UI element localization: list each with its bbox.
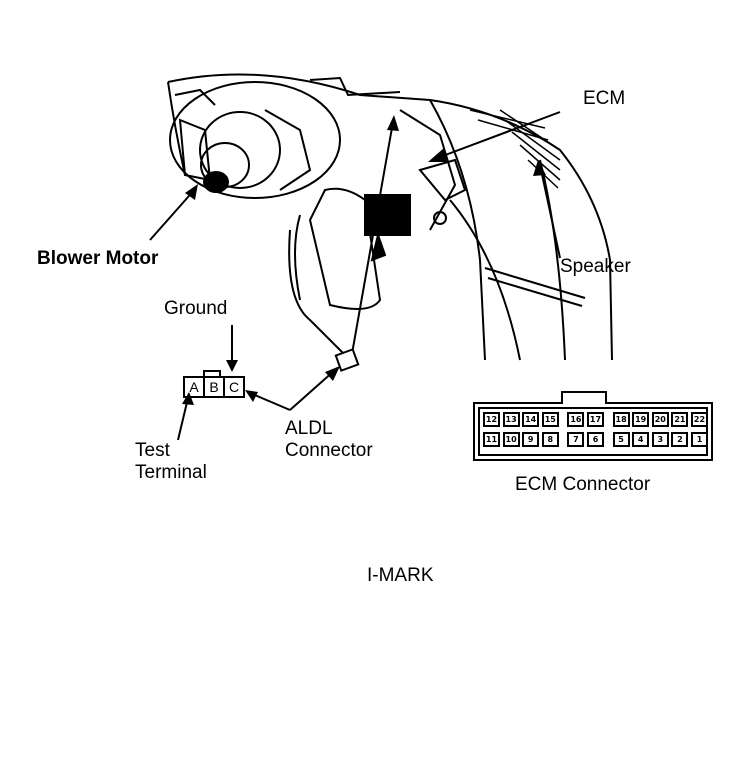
- ecm-pin-22: 22: [691, 412, 708, 427]
- ecm-unit: [288, 158, 467, 356]
- aldl-plug-on-harness: [334, 348, 360, 372]
- blower-motor: [169, 81, 341, 199]
- aldl-pin-b: B: [205, 378, 225, 396]
- label-aldl-line2: Connector: [285, 440, 373, 461]
- ecm-pin-20: 20: [651, 412, 669, 427]
- label-ecm: ECM: [583, 88, 626, 109]
- diagram-caption: I-MARK: [367, 565, 434, 586]
- ecm-pin-8: 8: [541, 432, 559, 447]
- ecm-pin-14: 14: [522, 412, 540, 427]
- aldl-connector-diagram: A B C: [183, 376, 245, 398]
- ecm-pin-10: 10: [502, 432, 520, 447]
- ecm-pin-19: 19: [632, 412, 650, 427]
- ecm-pin-21: 21: [671, 412, 689, 427]
- ecm-pin-7: 7: [567, 432, 585, 447]
- ecm-pin-18: 18: [612, 412, 630, 427]
- label-blower-motor: Blower Motor: [37, 248, 159, 269]
- ecm-pin-16: 16: [567, 412, 585, 427]
- label-speaker: Speaker: [560, 256, 631, 277]
- ecm-pin-13: 13: [502, 412, 520, 427]
- ecm-pin-15: 15: [541, 412, 559, 427]
- ecm-pin-6: 6: [587, 432, 604, 447]
- aldl-pin-a: A: [185, 378, 205, 396]
- aldl-pin-c: C: [228, 379, 240, 395]
- ecm-pin-4: 4: [632, 432, 650, 447]
- label-test-terminal-line1: Test: [135, 440, 170, 461]
- ecm-pin-1: 1: [691, 432, 708, 447]
- ecm-pin-9: 9: [522, 432, 540, 447]
- ecm-panel-shading: [469, 109, 561, 189]
- label-ground: Ground: [164, 298, 228, 319]
- speaker-bracket: [484, 267, 586, 307]
- arrow-heads: [182, 115, 546, 405]
- leader-arrows: [149, 111, 561, 441]
- aldl-latch: [203, 370, 221, 377]
- label-ecm-connector: ECM Connector: [515, 474, 651, 495]
- ecm-pin-2: 2: [671, 432, 689, 447]
- ecm-pin-12: 12: [483, 412, 500, 427]
- label-aldl-line1: ALDL: [285, 418, 333, 439]
- ecm-pin-17: 17: [587, 412, 604, 427]
- ecm-pin-3: 3: [651, 432, 669, 447]
- ecm-pin-5: 5: [612, 432, 630, 447]
- ecm-connector-housing: [473, 391, 713, 461]
- ecm-pin-11: 11: [483, 432, 500, 447]
- label-test-terminal-line2: Terminal: [135, 462, 207, 483]
